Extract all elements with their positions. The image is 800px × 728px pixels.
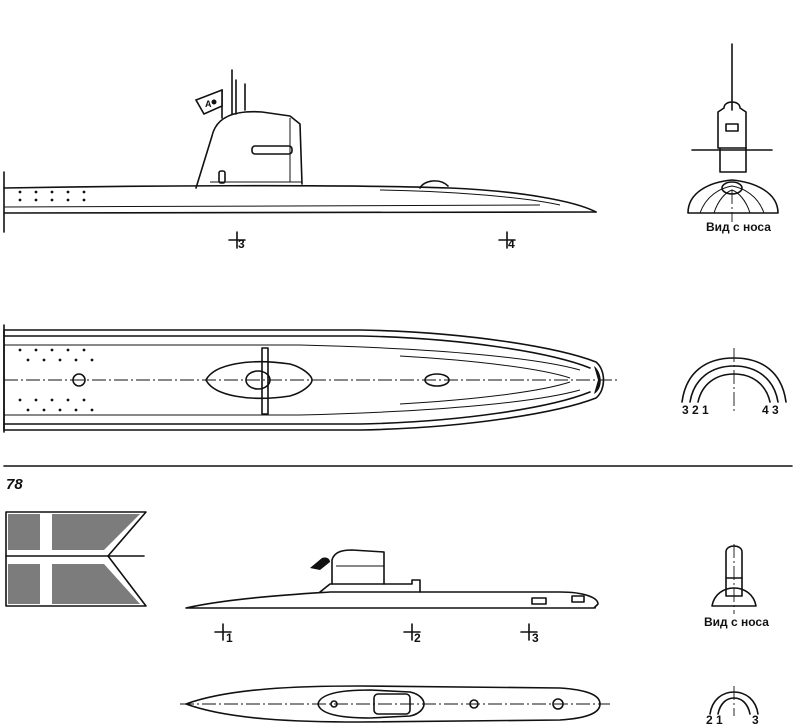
figure-number: 78 (6, 476, 23, 493)
section-marker-3b (520, 623, 538, 641)
naval-flag (5, 511, 147, 607)
lower-bow-view (711, 544, 757, 614)
hull-dots (18, 190, 86, 202)
lower-section-numbers-right: 3 (752, 713, 759, 727)
upper-section-numbers-right: 4 3 (762, 403, 779, 417)
svg-text:A: A (205, 99, 212, 109)
upper-side-view: A (3, 69, 597, 249)
upper-top-view (3, 324, 618, 433)
deck-dots (18, 348, 94, 412)
lower-cross-sections (709, 686, 759, 716)
lower-marker-label-3: 3 (532, 631, 539, 645)
upper-bow-view (687, 43, 779, 222)
lower-bow-view-label: Вид с носа (704, 615, 769, 629)
section-marker-2 (403, 623, 421, 641)
upper-marker-label-3: 3 (238, 237, 245, 251)
lower-side-view (185, 549, 599, 641)
section-marker-3 (228, 231, 246, 249)
upper-bow-view-label: Вид с носа (706, 220, 771, 234)
lower-top-view (180, 685, 610, 723)
upper-marker-label-4: 4 (508, 237, 515, 251)
lower-marker-label-1: 1 (226, 631, 233, 645)
section-marker-1 (214, 623, 232, 641)
upper-cross-sections (681, 348, 787, 412)
section-marker-4 (498, 231, 516, 249)
upper-section-numbers-left: 3 2 1 (682, 403, 709, 417)
lower-marker-label-2: 2 (414, 631, 421, 645)
lower-section-numbers-left: 2 1 (706, 713, 723, 727)
